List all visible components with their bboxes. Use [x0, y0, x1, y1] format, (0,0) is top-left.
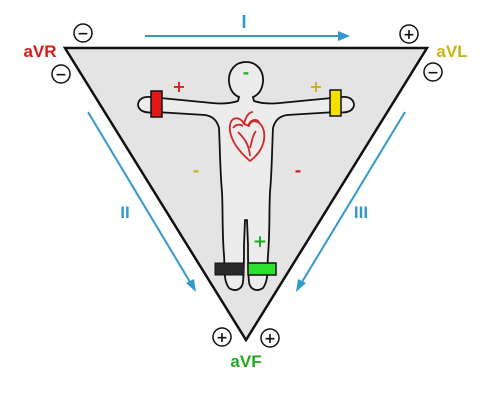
avr-label: aVR: [23, 42, 56, 61]
chest-right-sign: -: [295, 161, 302, 180]
polarity-circle-top-left-lower: −: [51, 64, 71, 84]
svg-text:−: −: [55, 67, 67, 83]
polarity-circle-bottom-left: +: [212, 327, 232, 347]
left-leg-electrode: [247, 262, 277, 276]
avf-label: aVF: [230, 352, 261, 371]
left-arm-sign: +: [309, 77, 322, 96]
svg-text:−: −: [77, 26, 89, 42]
lead-ii-label: II: [120, 203, 129, 222]
chest-left-sign: -: [193, 161, 200, 180]
left-arm-electrode: [329, 89, 342, 117]
svg-text:−: −: [427, 65, 439, 81]
avl-label: aVL: [436, 42, 467, 61]
head-sign: -: [243, 63, 250, 82]
human-body-outline-icon: [137, 61, 355, 291]
heart-icon: [228, 111, 266, 162]
right-arm-electrode: [150, 90, 163, 118]
svg-text:+: +: [264, 331, 276, 347]
lead-iii-label: III: [354, 203, 368, 222]
polarity-circle-top-right: +: [399, 24, 419, 44]
left-leg-sign: +: [253, 232, 267, 252]
polarity-circle-bottom-right: +: [260, 328, 280, 348]
lead-ii-arrow: [87, 111, 196, 292]
svg-text:+: +: [403, 27, 415, 43]
svg-text:+: +: [216, 330, 228, 346]
lead-iii-arrow: [296, 111, 406, 292]
right-arm-sign: +: [172, 77, 185, 96]
lead-i-label: I: [241, 12, 246, 32]
polarity-circle-top-left: −: [73, 23, 93, 43]
right-leg-electrode: [214, 262, 245, 276]
lead-i-arrow: [145, 31, 350, 41]
polarity-circle-top-right-lower: −: [423, 62, 443, 82]
